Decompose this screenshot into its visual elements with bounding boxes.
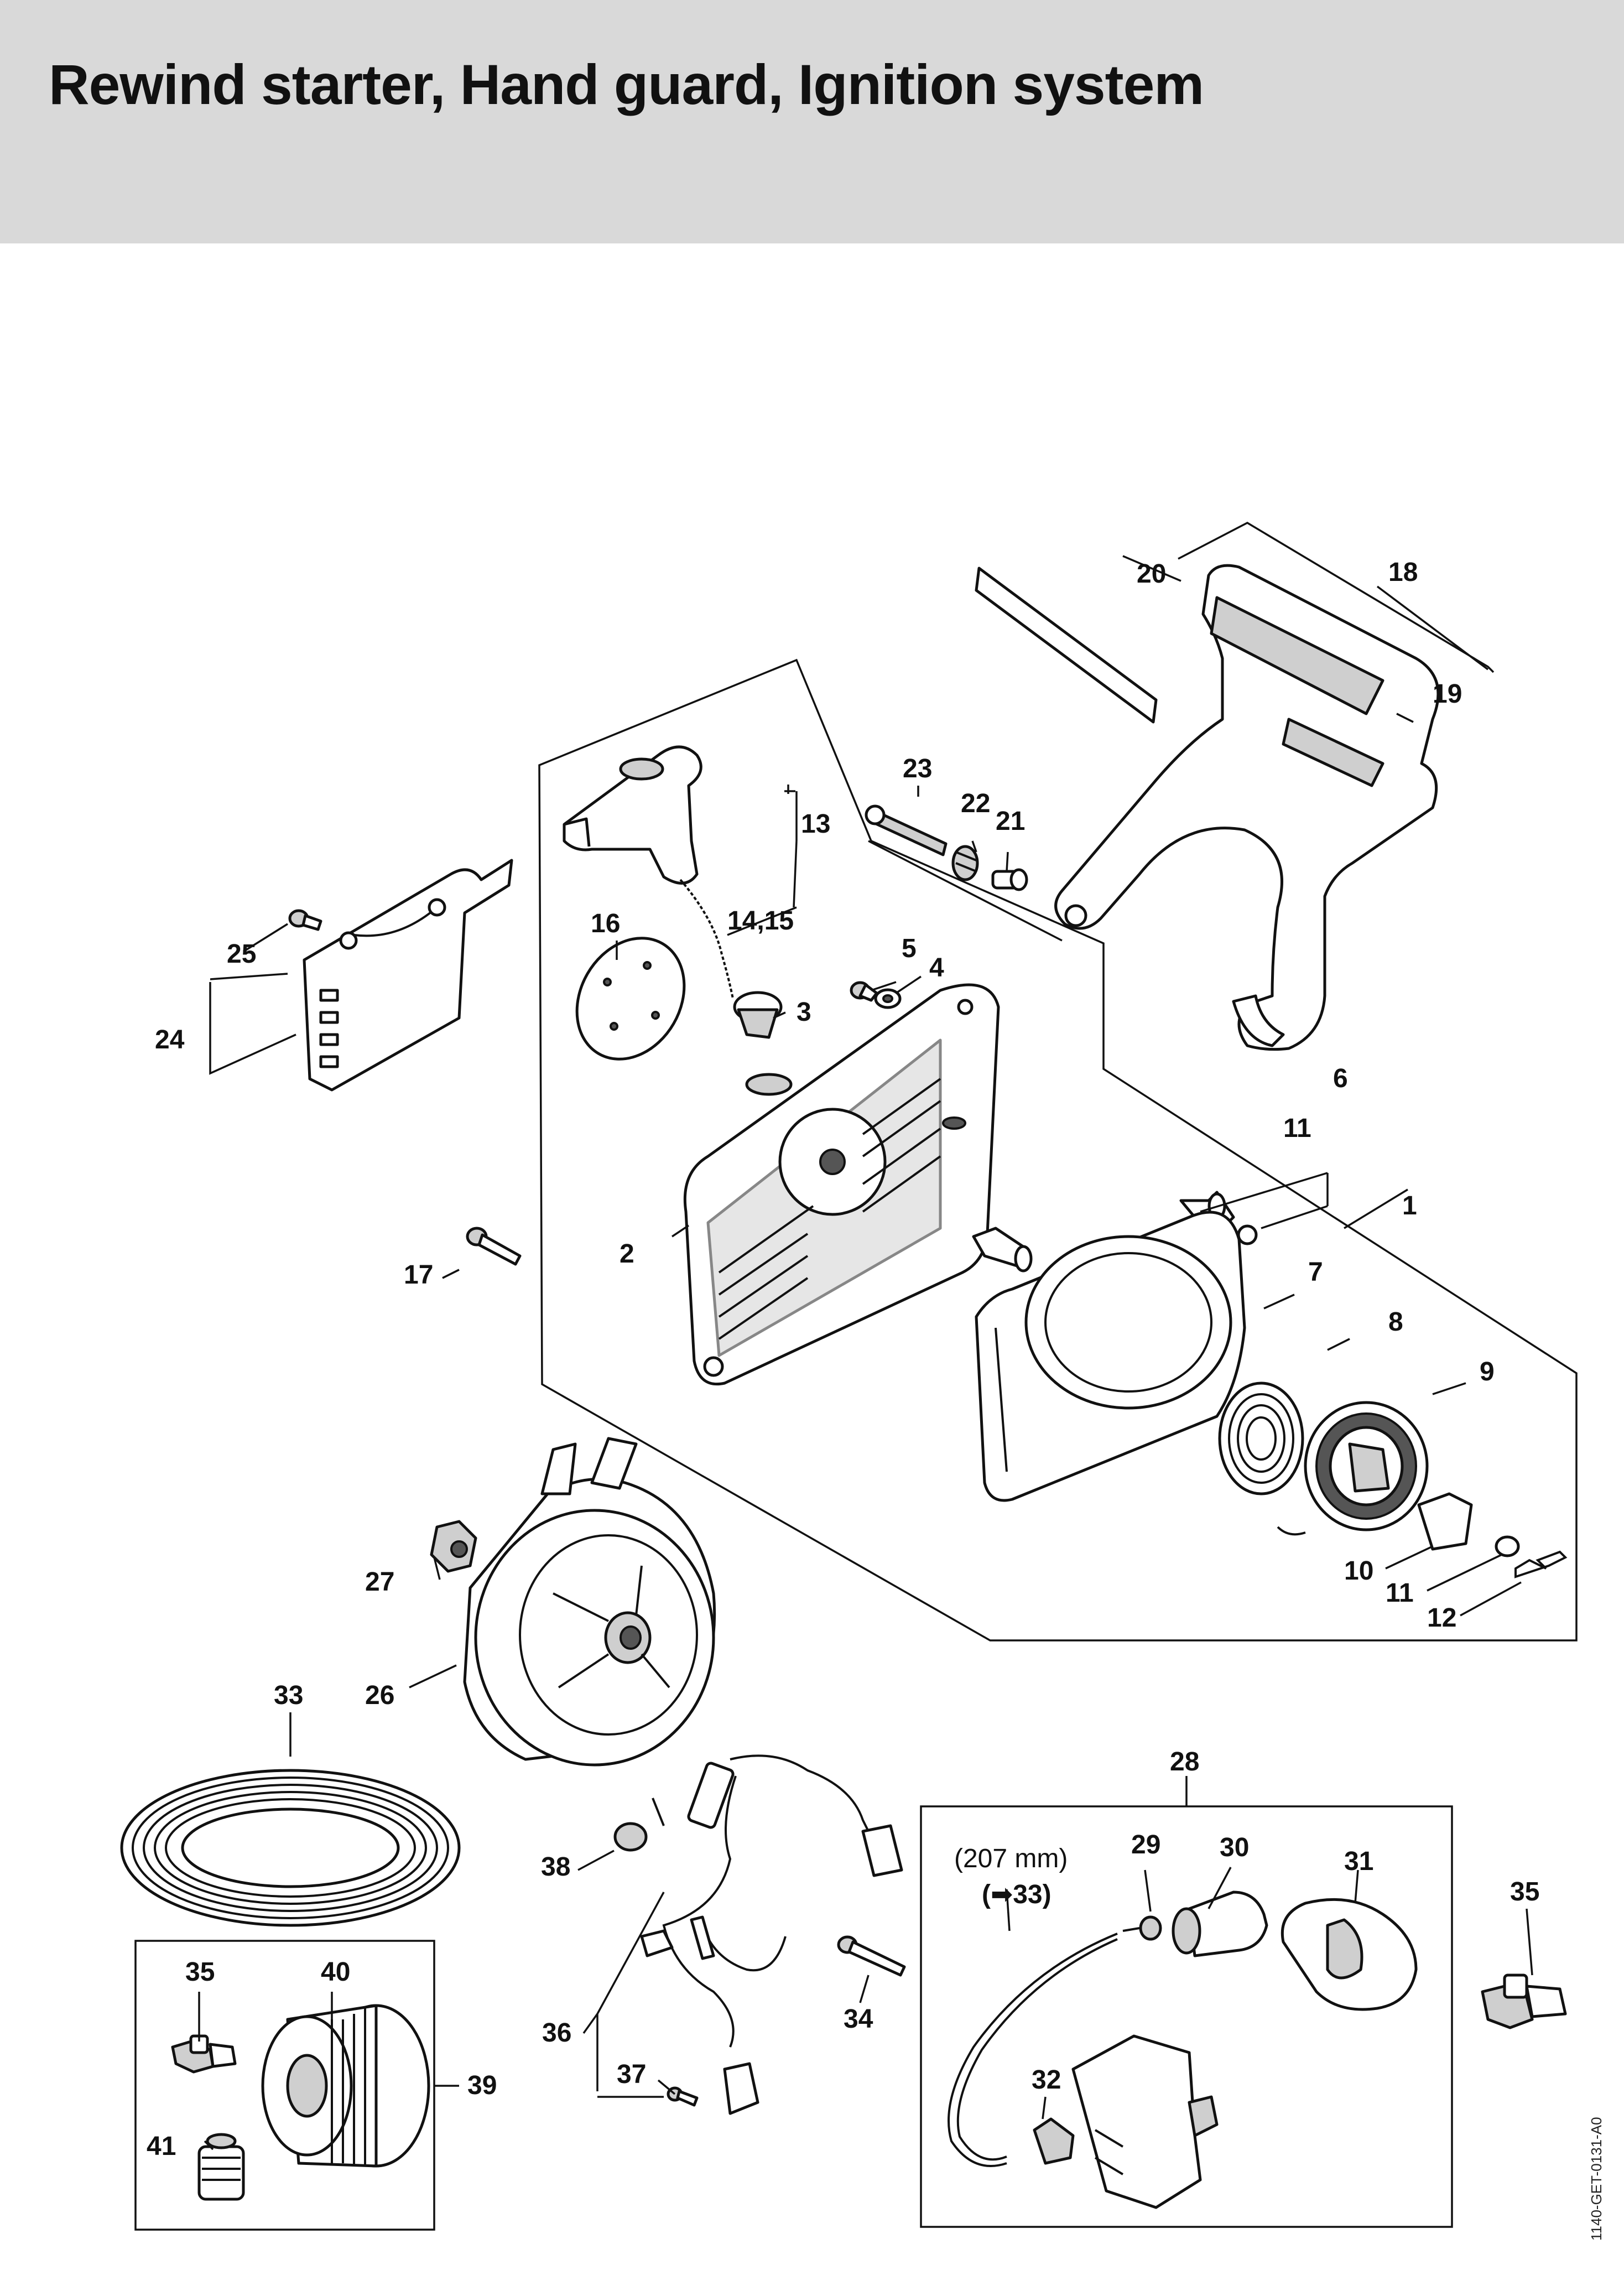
lead-length-note: (207 mm) [954, 1844, 1068, 1873]
callout-5: 5 [902, 934, 917, 963]
callout-19: 19 [1433, 679, 1462, 709]
callout-11-starter: 11 [1386, 1578, 1414, 1608]
ground-wire-coil [120, 1769, 461, 1927]
callout-23: 23 [903, 754, 932, 783]
ignition-module [1033, 2034, 1219, 2209]
callout-9: 9 [1480, 1357, 1495, 1386]
hand-guard-spring [951, 845, 979, 881]
starter-washer [874, 988, 902, 1009]
page-title: Rewind starter, Hand guard, Ignition sys… [49, 53, 1204, 116]
sprocket-cover-plate [303, 859, 513, 1092]
annular-buffer-housing [972, 1227, 1033, 1272]
callout-16: 16 [591, 909, 620, 938]
sprocket-cover-screw [288, 909, 322, 931]
starter-pawl [1417, 1492, 1473, 1551]
callout-34: 34 [844, 2004, 873, 2034]
rope-guide-bushing [733, 991, 783, 1039]
callout-30: 30 [1220, 1833, 1249, 1862]
callout-26: 26 [365, 1681, 394, 1710]
wiring-harness [640, 1754, 903, 2115]
callout-37: 37 [617, 2060, 646, 2089]
rewind-spring [1218, 1381, 1304, 1495]
starter-grip [563, 745, 702, 885]
fan-housing [683, 983, 1000, 1386]
leg-spring [1122, 1915, 1162, 1941]
callout-27: 27 [365, 1567, 394, 1597]
hand-guard [1054, 564, 1440, 1051]
buffer-o-ring [1237, 1224, 1258, 1245]
starter-rope [679, 879, 734, 999]
ignition-screw [837, 1935, 906, 1977]
hand-guard-screw [865, 804, 948, 856]
spring-clip [1514, 1550, 1568, 1578]
callout-10: 10 [1344, 1556, 1373, 1586]
callout-40: 40 [321, 1957, 350, 1987]
callout-11-buffer: 11 [1283, 1114, 1311, 1143]
callout-12: 12 [1427, 1603, 1456, 1633]
callout-3: 3 [797, 998, 811, 1027]
callout-14-15: 14,15 [727, 906, 794, 936]
spark-plug-small [171, 2034, 237, 2074]
callout-35-left: 35 [185, 1957, 215, 1987]
callout-18: 18 [1388, 558, 1418, 587]
callout-17: 17 [404, 1260, 433, 1290]
callout-32: 32 [1032, 2065, 1061, 2095]
callout-24: 24 [155, 1025, 185, 1055]
flywheel [463, 1437, 716, 1767]
callout-13: 13 [801, 809, 830, 839]
grommet [613, 1798, 665, 1852]
callout-25: 25 [227, 939, 256, 969]
flywheel-nut [430, 1520, 477, 1573]
callout-6: 6 [1333, 1064, 1348, 1093]
callout-4: 4 [929, 953, 944, 983]
callout-29: 29 [1131, 1830, 1160, 1860]
spark-plug-boot [1172, 1890, 1268, 1957]
callout-33: 33 [274, 1681, 303, 1710]
hand-guard-group-outline [868, 521, 1495, 942]
callout-35-right: 35 [1510, 1877, 1539, 1907]
starter-o-ring [1495, 1535, 1520, 1557]
spark-plug-terminal-cap [1281, 1898, 1418, 2011]
page-header: Rewind starter, Hand guard, Ignition sys… [0, 0, 1624, 243]
hand-guard-sleeve [991, 868, 1028, 891]
spark-plug [1481, 1973, 1567, 2029]
starter-screw [850, 981, 878, 1002]
lead-reference-note: (➡33) [982, 1880, 1052, 1909]
callout-41: 41 [147, 2132, 176, 2161]
callout-22: 22 [961, 789, 990, 818]
housing-screw [466, 1227, 522, 1266]
callout-28: 28 [1170, 1747, 1199, 1777]
callout-2: 2 [620, 1239, 634, 1269]
drawing-code: 1140-GET-0131-A0 [1588, 2117, 1605, 2241]
harness-screw [667, 2086, 699, 2107]
callout-21: 21 [996, 807, 1025, 836]
callout-7: 7 [1308, 1258, 1323, 1287]
decal-strip [975, 567, 1158, 724]
starter-assembly-outline [538, 658, 1578, 1642]
callout-38: 38 [541, 1852, 570, 1882]
callout-36: 36 [542, 2018, 571, 2048]
fuel-filter [197, 2133, 245, 2201]
callout-39: 39 [467, 2071, 497, 2100]
ignition-lead [948, 1933, 1118, 2167]
callout-8: 8 [1388, 1307, 1403, 1337]
callout-31: 31 [1344, 1847, 1373, 1876]
cover-disc [575, 937, 686, 1061]
callout-20: 20 [1137, 559, 1166, 589]
rope-rotor [1277, 1401, 1429, 1536]
starter-housing [975, 1211, 1246, 1502]
callout-1: 1 [1402, 1191, 1417, 1220]
air-filter [261, 2004, 430, 2168]
leader-lines [198, 555, 1533, 2151]
